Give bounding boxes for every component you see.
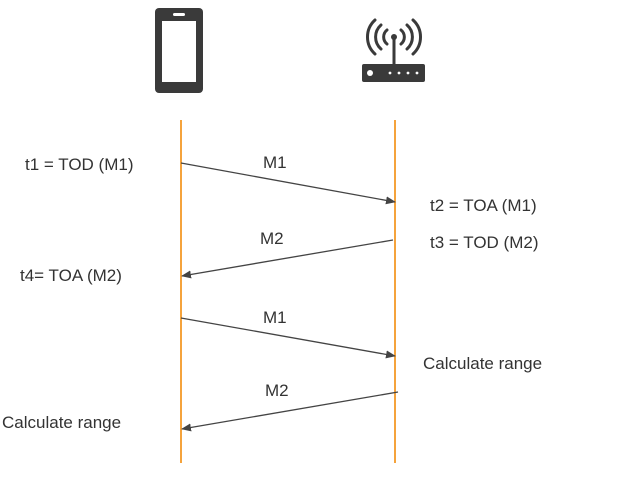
- message-arrow-m2: [181, 239, 394, 279]
- t4-annotation: t4= TOA (M2): [20, 266, 122, 285]
- message-arrow-m1: [180, 162, 396, 205]
- wifi-router-icon: [362, 18, 425, 82]
- router-calculate-range: Calculate range: [423, 354, 543, 373]
- message-arrow-m2: [181, 391, 399, 432]
- message-arrow-m1: [180, 317, 396, 359]
- t1-annotation: t1 = TOD (M1): [25, 155, 134, 174]
- message-label: M2: [260, 229, 284, 248]
- t2-annotation: t2 = TOA (M1): [430, 196, 537, 215]
- t3-annotation: t3 = TOD (M2): [430, 233, 539, 252]
- message-label: M1: [263, 308, 287, 327]
- message-label: M2: [265, 381, 289, 400]
- smartphone-icon: [155, 8, 203, 93]
- phone-calculate-range: Calculate range: [2, 413, 122, 432]
- message-label: M1: [263, 153, 287, 172]
